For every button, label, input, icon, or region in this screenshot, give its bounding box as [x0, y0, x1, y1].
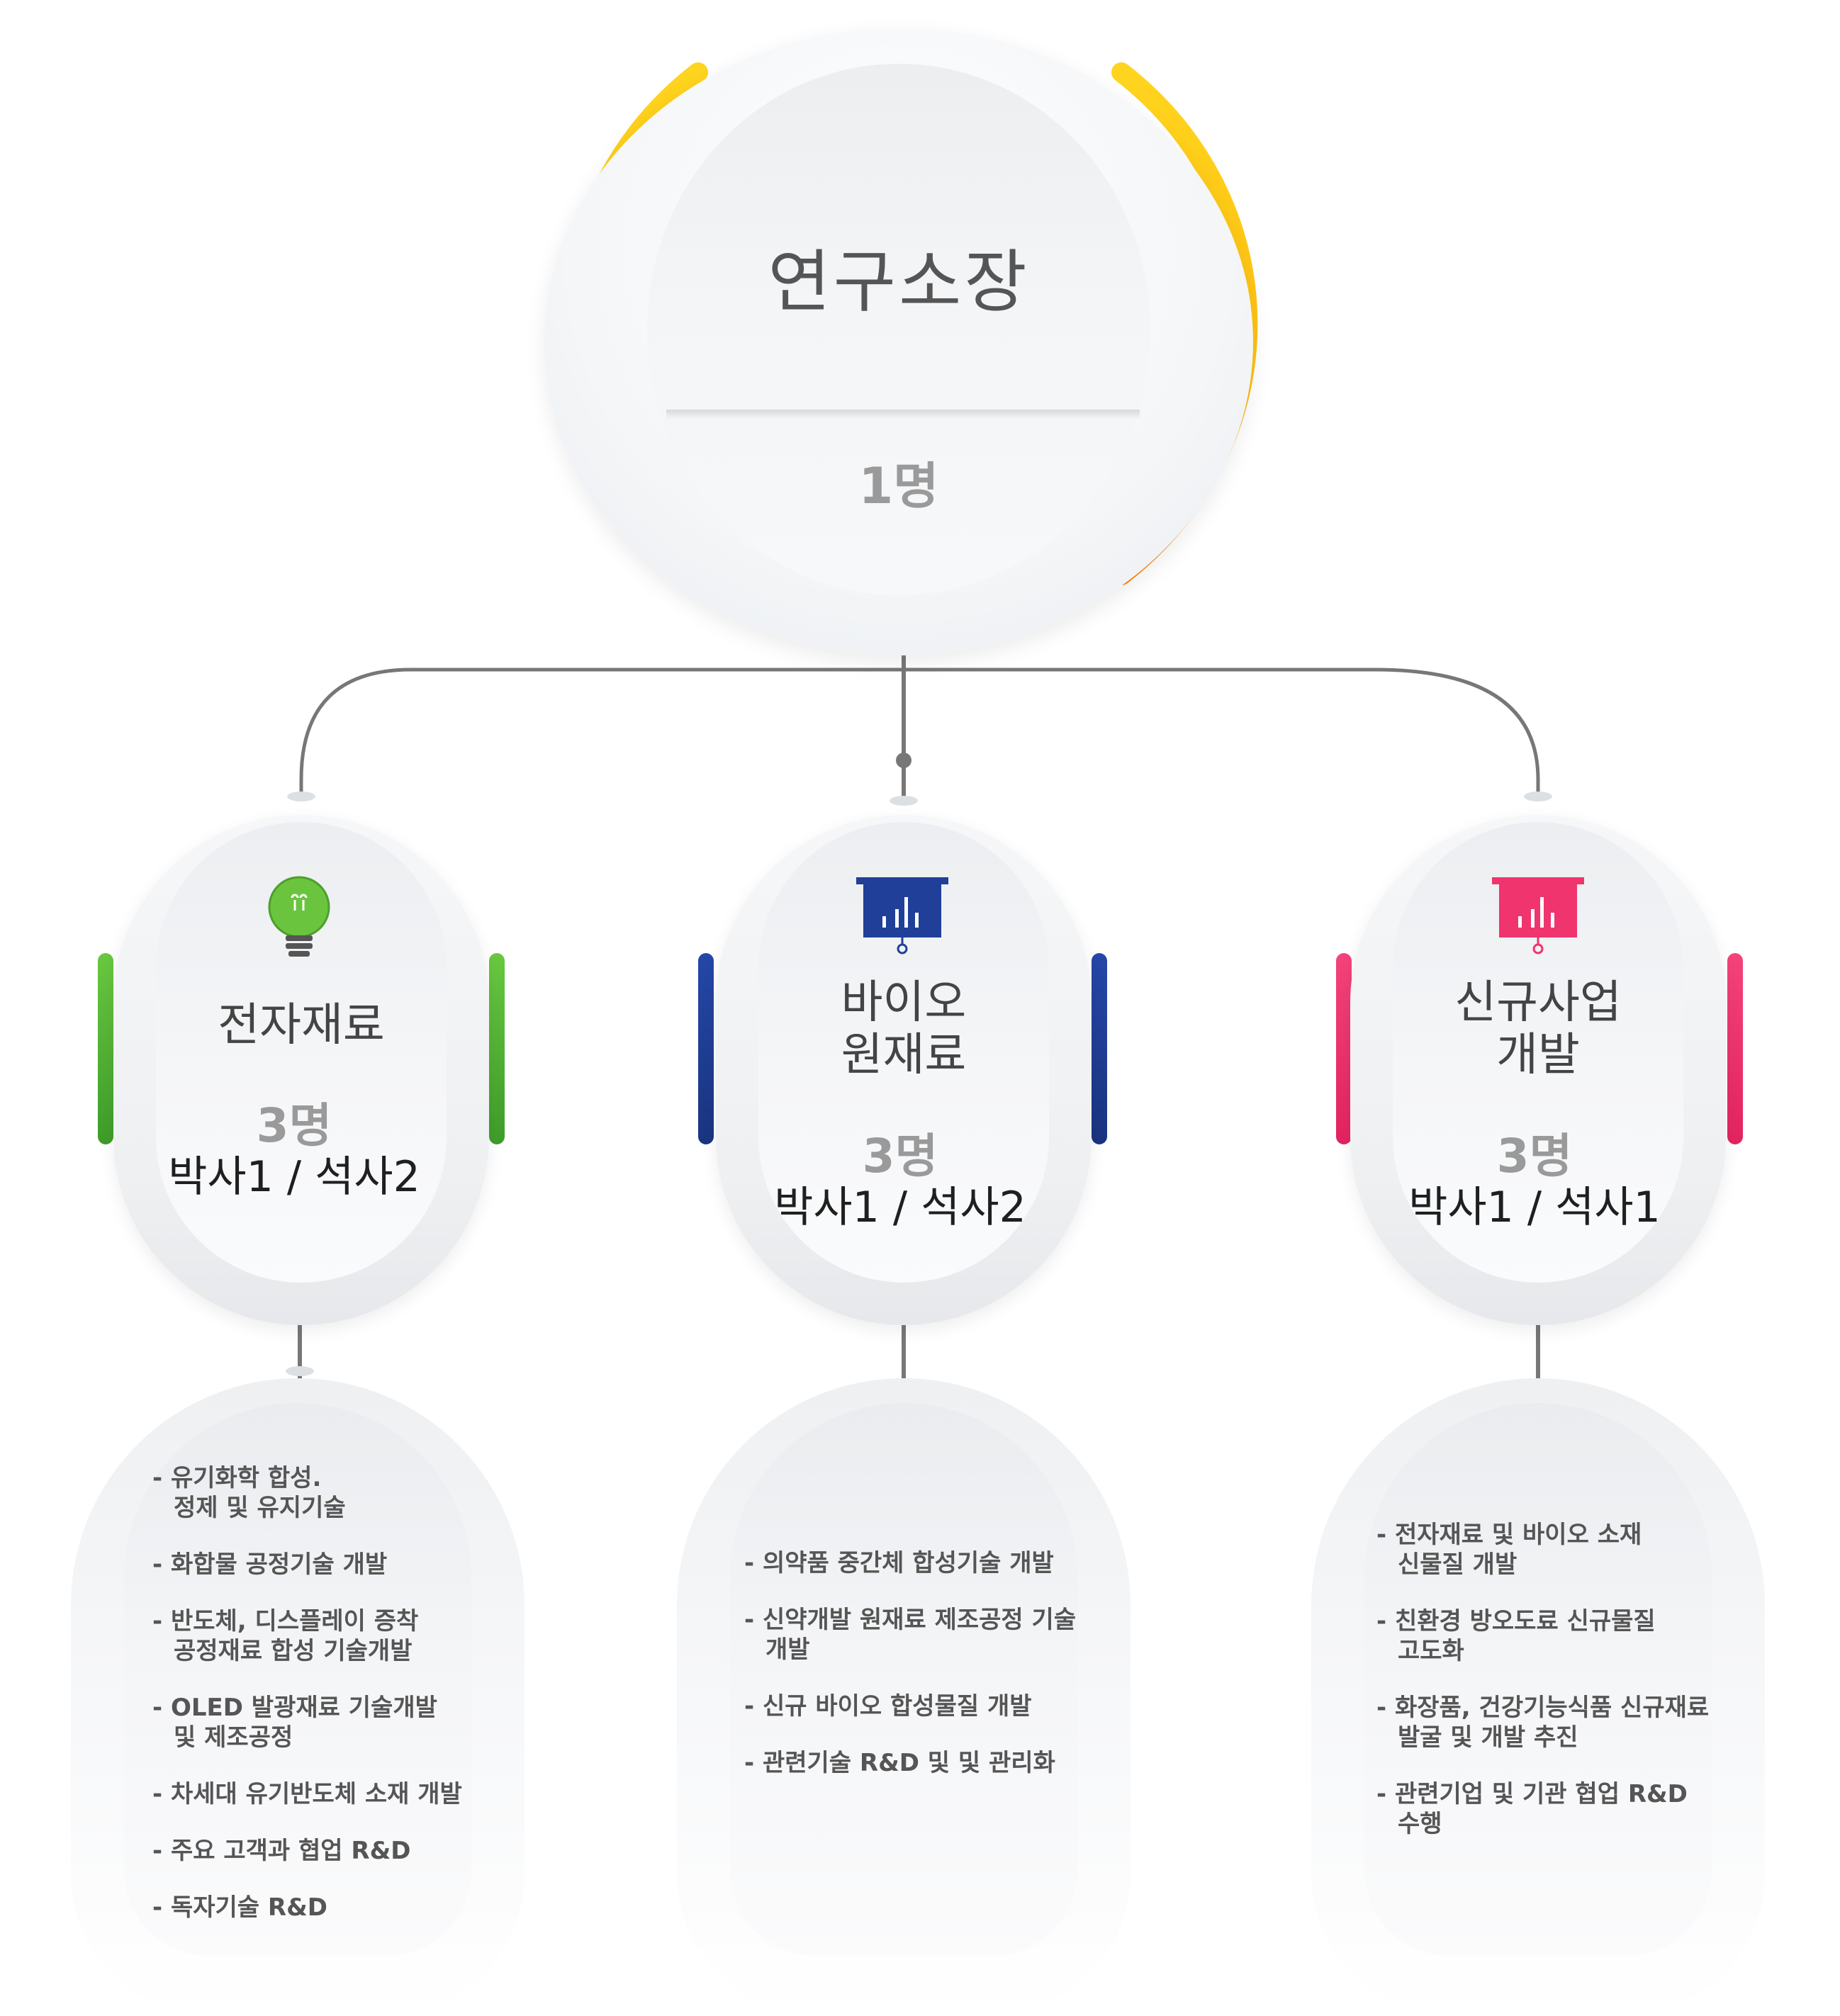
task-item: - 독자기술 R&D [152, 1893, 327, 1922]
task-item: - 반도체, 디스플레이 증착 공정재료 합성 기술개발 [152, 1607, 419, 1665]
task-item: - 화합물 공정기술 개발 [152, 1550, 388, 1579]
task-panel-inner [730, 1403, 1077, 1956]
task-item: - 관련기술 R&D 및 및 관리화 [744, 1749, 1055, 1777]
dept-accent-bar-left [98, 953, 113, 1144]
lightbulb-icon [268, 876, 330, 957]
task-item: - 의약품 중간체 합성기술 개발 [744, 1549, 1054, 1577]
task-item: - 화장품, 건강기능식품 신규재료 발굴 및 개발 추진 [1376, 1694, 1710, 1752]
dept-count: 3명 [862, 1129, 938, 1183]
presentation-board-icon [1492, 877, 1584, 954]
dept-accent-bar-left [1336, 953, 1352, 1144]
connector-branch-left [299, 668, 904, 797]
connector-junction [896, 753, 911, 768]
dept-degrees: 박사1 / 석사1 [1408, 1183, 1661, 1232]
dept-name: 바이오 원재료 [841, 976, 967, 1081]
connector-cap [287, 792, 315, 801]
director-divider [666, 410, 1140, 419]
dept-accent-bar-right [1092, 953, 1107, 1144]
dept-accent-bar-left [698, 953, 714, 1144]
task-item: - 신약개발 원재료 제조공정 기술 개발 [744, 1606, 1077, 1664]
connector-cap [1524, 792, 1552, 801]
director-count: 1명 [858, 457, 939, 515]
task-list-new-business: - 전자재료 및 바이오 소재 신물질 개발 - 친환경 방오도료 신규물질 고… [1376, 1520, 1731, 1839]
dept-count: 3명 [1496, 1129, 1573, 1183]
task-item: - 친환경 방오도료 신규물질 고도화 [1376, 1607, 1656, 1665]
task-item: - 신규 바이오 합성물질 개발 [744, 1692, 1032, 1721]
task-item: - 차세대 유기반도체 소재 개발 [152, 1780, 462, 1808]
dept-accent-bar-right [1727, 953, 1743, 1144]
task-item: - 전자재료 및 바이오 소재 신물질 개발 [1376, 1521, 1642, 1579]
presentation-board-icon [856, 877, 948, 954]
dept-degrees: 박사1 / 석사2 [774, 1183, 1026, 1232]
task-item: - 관련기업 및 기관 협업 R&D 수행 [1376, 1780, 1688, 1838]
dept-accent-bar-right [489, 953, 505, 1144]
task-item: - 주요 고객과 협업 R&D [152, 1837, 411, 1865]
dept-count: 3명 [256, 1098, 332, 1153]
director-title: 연구소장 [768, 242, 1030, 322]
dept-name: 신규사업 개발 [1454, 976, 1622, 1081]
task-panel-inner [124, 1403, 471, 1956]
task-item: - 유기화학 합성. 정제 및 유지기술 [152, 1464, 346, 1522]
connector-cap [286, 1366, 314, 1376]
task-item: - OLED 발광재료 기술개발 및 제조공정 [152, 1694, 437, 1752]
task-panel-inner [1364, 1403, 1712, 1956]
dept-degrees: 박사1 / 석사2 [168, 1152, 420, 1202]
task-list-bio: - 의약품 중간체 합성기술 개발 - 신약개발 원재료 제조공정 기술 개발 … [744, 1548, 1099, 1778]
dept-name: 전자재료 [218, 999, 385, 1052]
director-node-inner [647, 64, 1150, 595]
connector-cap [890, 796, 918, 806]
task-list-electronic: - 유기화학 합성. 정제 및 유지기술 - 화합물 공정기술 개발 - 반도체… [152, 1463, 486, 1922]
connector-branch-right [904, 668, 1540, 797]
